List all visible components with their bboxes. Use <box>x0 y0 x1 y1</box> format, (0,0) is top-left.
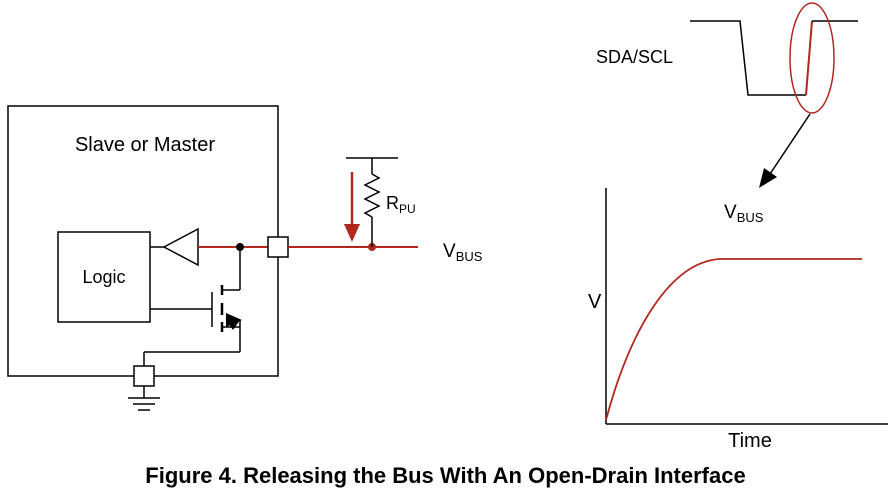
y-axis-label: V <box>588 291 602 313</box>
signal-waveform <box>690 20 806 96</box>
logic-label: Logic <box>82 267 125 287</box>
mosfet-arrow-head <box>226 313 242 327</box>
vbus-rise-curve <box>605 258 862 421</box>
rising-edge-highlight <box>789 2 835 114</box>
pointer-arrow-head <box>759 168 777 188</box>
pointer-arrow-shaft <box>769 113 811 175</box>
graph-title: VBUS <box>724 202 764 225</box>
ground-pin <box>133 365 155 387</box>
x-axis-label: Time <box>728 430 772 452</box>
bus-label: VBUS <box>443 241 483 264</box>
signal-rise <box>805 20 813 96</box>
figure-caption: Figure 4. Releasing the Bus With An Open… <box>145 463 746 488</box>
pullup-resistor <box>363 173 381 218</box>
signal-label: SDA/SCL <box>596 47 673 67</box>
resistor-label: RPU <box>386 193 416 216</box>
input-buffer <box>162 227 199 267</box>
logic-block <box>57 231 151 323</box>
current-arrow-head <box>344 224 360 242</box>
bus-pin <box>267 236 289 258</box>
device-label: Slave or Master <box>75 134 215 156</box>
